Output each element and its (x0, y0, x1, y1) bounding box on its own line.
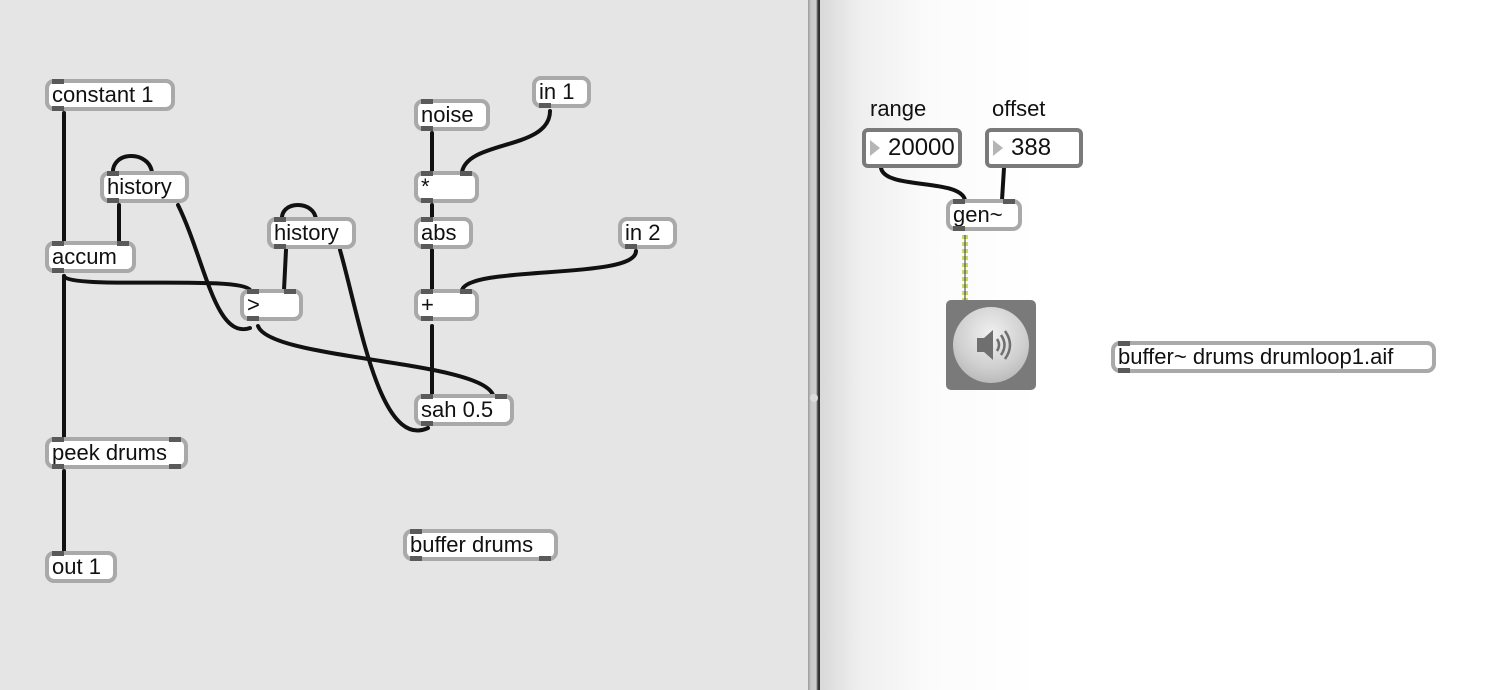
offset-value: 388 (1011, 134, 1052, 161)
outlet[interactable] (107, 198, 119, 203)
inlet[interactable] (460, 289, 472, 294)
inlet[interactable] (495, 394, 507, 399)
history-object[interactable]: history (267, 217, 356, 249)
divider-grip[interactable] (810, 394, 818, 402)
object-text: out 1 (52, 554, 101, 579)
inlet[interactable] (52, 437, 64, 442)
object-text: history (107, 174, 172, 199)
outlet[interactable] (274, 244, 286, 249)
greater-than-object[interactable]: > (240, 289, 303, 321)
outlet[interactable] (52, 268, 64, 273)
accum-object[interactable]: accum (45, 241, 136, 273)
offset-label: offset (992, 96, 1046, 121)
inlet[interactable] (52, 551, 64, 556)
speaker-icon (977, 330, 1012, 360)
inlet[interactable] (117, 241, 129, 246)
out1-object[interactable]: out 1 (45, 551, 117, 583)
sah-object[interactable]: sah 0.5 (414, 394, 514, 426)
inlet[interactable] (460, 171, 472, 176)
peek-object[interactable]: peek drums (45, 437, 188, 469)
object-text: + (421, 292, 434, 317)
object-text: accum (52, 244, 117, 269)
inlet[interactable] (247, 289, 259, 294)
object-text: buffer drums (410, 532, 534, 557)
outlet[interactable] (169, 464, 181, 469)
object-text: * (421, 174, 430, 199)
outlet[interactable] (421, 316, 433, 321)
inlet[interactable] (1118, 341, 1130, 346)
object-text: peek drums (52, 440, 167, 465)
abs-object[interactable]: abs (414, 217, 473, 249)
triangle-icon (993, 140, 1003, 156)
split-divider[interactable] (808, 0, 820, 690)
offset-number-box[interactable]: 388 (985, 128, 1083, 168)
outlet[interactable] (421, 421, 433, 426)
inlet[interactable] (421, 171, 433, 176)
range-value: 20000 (888, 134, 955, 161)
inlet[interactable] (421, 99, 433, 104)
multiply-object[interactable]: * (414, 171, 479, 203)
inlet[interactable] (421, 394, 433, 399)
object-text: in 1 (539, 79, 575, 104)
inlet[interactable] (169, 437, 181, 442)
object-text: > (247, 292, 260, 317)
outlet[interactable] (52, 106, 64, 111)
ezdac-button[interactable] (946, 300, 1036, 390)
outlet[interactable] (625, 244, 637, 249)
object-text: noise (421, 102, 474, 127)
inlet[interactable] (52, 79, 64, 84)
inlet[interactable] (274, 217, 286, 222)
inlet[interactable] (421, 289, 433, 294)
object-text: buffer~ drums drumloop1.aif (1118, 344, 1394, 369)
noise-object[interactable]: noise (414, 99, 490, 131)
outlet[interactable] (1118, 368, 1130, 373)
inlet[interactable] (953, 199, 965, 204)
outlet[interactable] (421, 126, 433, 131)
object-text: in 2 (625, 220, 661, 245)
buffer-tilde-object[interactable]: buffer~ drums drumloop1.aif (1111, 341, 1436, 373)
range-label: range (870, 96, 927, 121)
outlet[interactable] (421, 244, 433, 249)
history-object[interactable]: history (100, 171, 189, 203)
buffer-object[interactable]: buffer drums (403, 529, 558, 561)
object-text: sah 0.5 (421, 397, 494, 422)
outlet[interactable] (52, 464, 64, 469)
object-text: history (274, 220, 339, 245)
inlet[interactable] (52, 241, 64, 246)
range-number-box[interactable]: 20000 (862, 128, 962, 168)
gen-tilde-object[interactable]: gen~ (946, 199, 1022, 231)
outlet[interactable] (247, 316, 259, 321)
object-text: gen~ (953, 202, 1003, 227)
outlet[interactable] (410, 556, 422, 561)
in1-object[interactable]: in 1 (532, 76, 591, 108)
object-text: constant 1 (52, 82, 154, 107)
inlet[interactable] (421, 217, 433, 222)
inlet[interactable] (1003, 199, 1015, 204)
inlet[interactable] (284, 289, 296, 294)
in2-object[interactable]: in 2 (618, 217, 677, 249)
constant-object[interactable]: constant 1 (45, 79, 175, 111)
add-object[interactable]: + (414, 289, 479, 321)
inlet[interactable] (107, 171, 119, 176)
outlet[interactable] (953, 226, 965, 231)
inlet[interactable] (410, 529, 422, 534)
triangle-icon (870, 140, 880, 156)
object-text: abs (421, 220, 457, 245)
outlet[interactable] (539, 556, 551, 561)
outlet[interactable] (421, 198, 433, 203)
outlet[interactable] (539, 103, 551, 108)
